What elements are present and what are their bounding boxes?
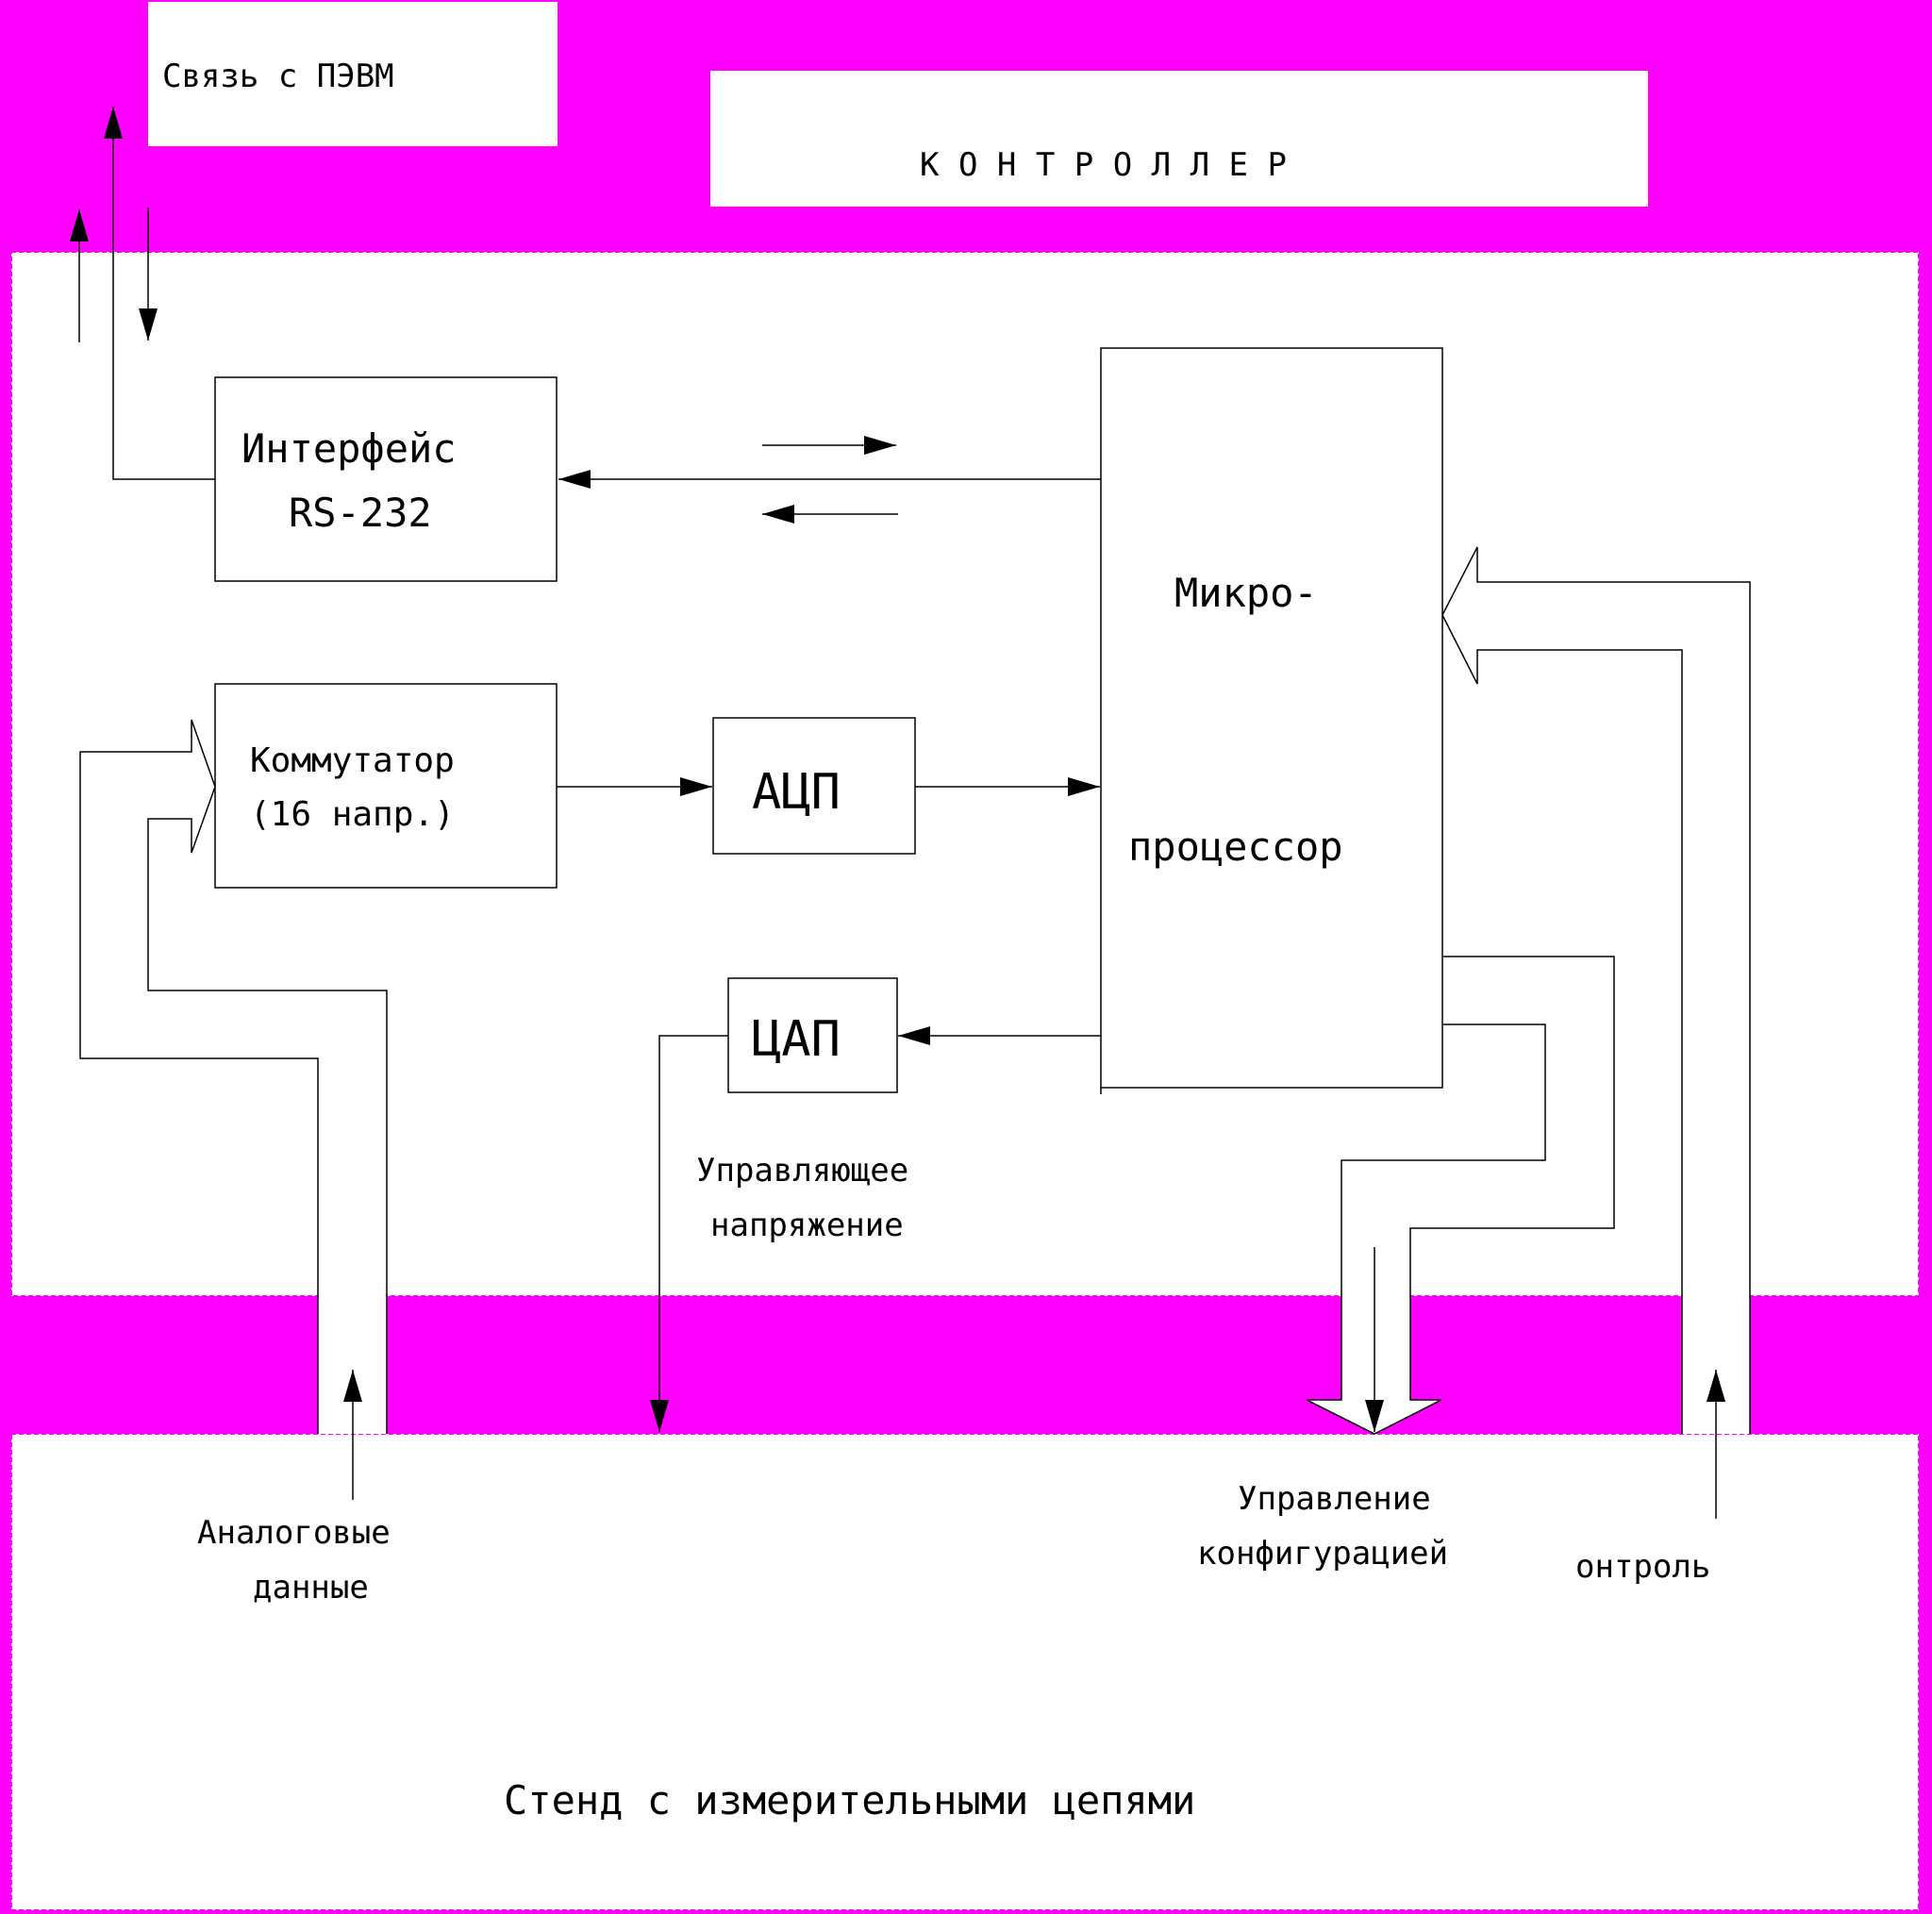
analog-data-wide-arrow [79,719,388,1434]
commutator-label-line2: (16 напр.) [250,795,455,834]
dac-to-stand-arrow [650,1035,728,1432]
controller-title: К О Н Т Р О Л Л Е Р [920,146,1287,184]
pc-link-box [148,2,558,146]
stand-label: Стенд с измерительными цепями [504,1777,1195,1823]
control-label: онтроль [1575,1548,1710,1586]
control-voltage-label-line1: Управляющее [696,1152,908,1190]
control-feedback-wide-arrow [1441,546,1751,1434]
control-voltage-label-line2: напряжение [710,1207,904,1244]
microprocessor-block [1100,347,1443,1089]
micro-label-line1: Микро- [1174,570,1318,616]
stand-panel [10,1433,1920,1911]
controller-title-box [710,71,1648,207]
config-control-wide-arrow [1306,956,1615,1435]
interface-label-line1: Интерфейс [242,425,457,472]
interface-label-line2: RS-232 [289,490,432,536]
commutator-label-line1: Коммутатор [250,741,455,780]
interface-to-pc-arrow [104,107,215,480]
config-control-label-line2: конфигурацией [1197,1535,1448,1573]
micro-label-line2: процессор [1128,824,1343,870]
adc-label: АЦП [752,764,841,821]
analog-data-label-line1: Аналоговые [197,1514,391,1552]
config-control-label-line1: Управление [1238,1480,1431,1518]
interface-rs232-block [214,376,558,582]
pc-link-label: Связь с ПЭВМ [162,58,394,95]
adc-block [712,717,916,855]
analog-data-label-line2: данные [253,1569,369,1606]
dac-label: ЦАП [752,1011,841,1068]
commutator-block [214,683,558,889]
